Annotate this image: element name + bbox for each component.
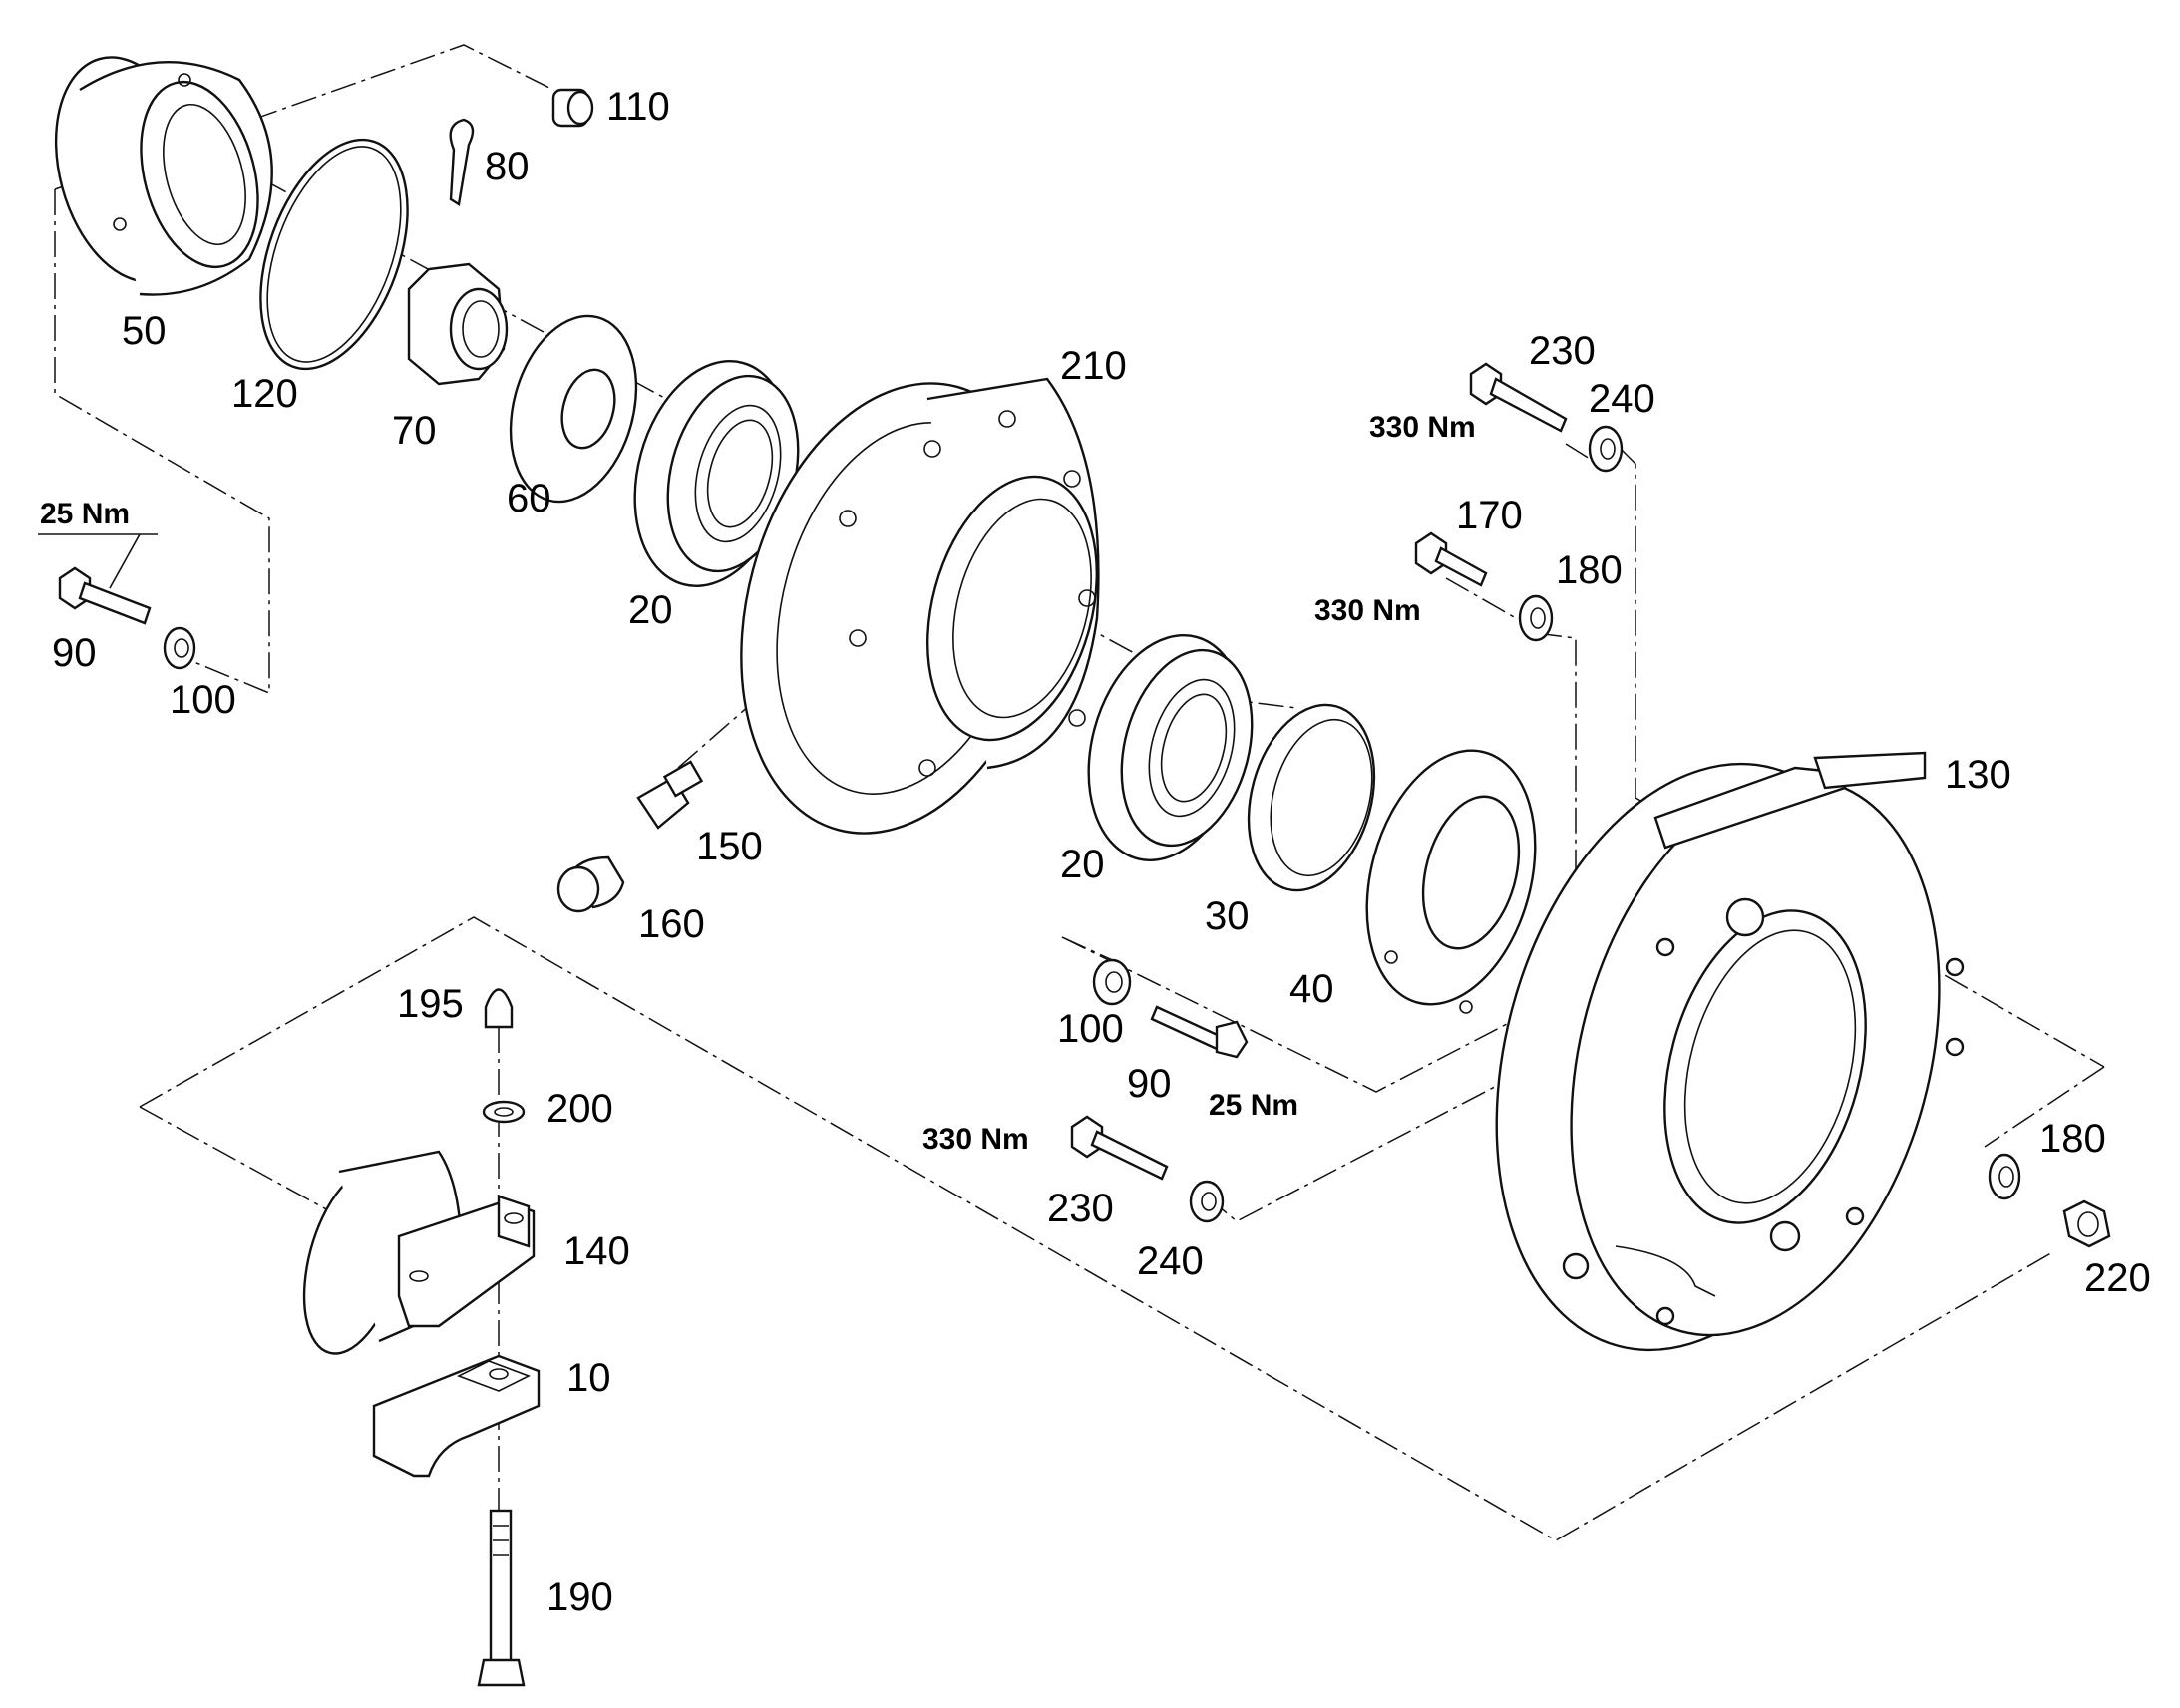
torque-330nm-upper: 330 Nm <box>1369 411 1476 444</box>
part-40-flange <box>1365 749 1537 1014</box>
label-230-upper: 230 <box>1529 329 1596 373</box>
label-90-mid: 90 <box>1127 1062 1172 1106</box>
label-20-lower: 20 <box>1060 843 1105 886</box>
part-150-grease-nipple <box>636 760 704 830</box>
label-30: 30 <box>1205 894 1250 938</box>
part-240-washer-upper <box>1588 425 1624 473</box>
label-210: 210 <box>1060 344 1127 388</box>
label-180-lower: 180 <box>2039 1117 2106 1161</box>
part-100-washer-left <box>163 626 196 670</box>
part-90-bolt-mid <box>1150 1005 1249 1059</box>
part-20-bearing-lower <box>1087 634 1254 861</box>
label-80: 80 <box>485 145 530 188</box>
label-40: 40 <box>1289 967 1334 1011</box>
part-20-bearing-upper <box>633 360 800 587</box>
part-240-washer-lower <box>1189 1180 1225 1223</box>
part-200-washer <box>482 1100 526 1124</box>
torque-labels: 25 Nm 330 Nm 330 Nm 25 Nm 330 Nm <box>38 411 1476 1156</box>
label-160: 160 <box>638 902 705 946</box>
torque-25nm-left: 25 Nm <box>40 498 130 530</box>
part-180-washer-upper <box>1518 594 1554 642</box>
part-190-long-bolt <box>477 1509 526 1687</box>
part-170-bolt <box>1414 531 1488 587</box>
part-10-bracket-lower <box>372 1354 541 1478</box>
label-50: 50 <box>122 309 167 353</box>
label-20-upper: 20 <box>628 588 673 632</box>
torque-330nm-lower: 330 Nm <box>922 1123 1029 1156</box>
part-number-labels: 110 80 50 120 70 60 20 210 90 100 150 16… <box>52 85 2151 1619</box>
label-190: 190 <box>546 1575 613 1619</box>
part-50-cover <box>54 56 273 296</box>
label-240-upper: 240 <box>1589 377 1655 421</box>
part-140-bracket <box>302 1150 536 1355</box>
part-130-plate <box>1495 751 1965 1352</box>
part-220-nut <box>2062 1199 2111 1248</box>
label-195: 195 <box>397 982 464 1026</box>
part-195-cap-nut <box>484 988 514 1029</box>
label-230-lower: 230 <box>1047 1187 1114 1230</box>
part-70-castle-nut <box>407 262 509 386</box>
label-240-lower: 240 <box>1137 1239 1204 1283</box>
part-30-seal-ring <box>1247 703 1376 892</box>
part-60-washer <box>509 314 638 504</box>
label-170: 170 <box>1456 494 1523 537</box>
label-110: 110 <box>606 85 670 129</box>
label-220: 220 <box>2084 1256 2151 1300</box>
part-180-washer-lower <box>1988 1153 2021 1200</box>
label-120: 120 <box>231 372 298 416</box>
torque-330nm-mid: 330 Nm <box>1314 594 1421 627</box>
label-150: 150 <box>696 825 763 868</box>
label-60: 60 <box>507 477 551 520</box>
part-230-bolt-lower <box>1070 1115 1169 1181</box>
label-90-left: 90 <box>52 631 97 675</box>
part-110-plug <box>551 88 594 128</box>
label-100-mid: 100 <box>1057 1007 1124 1051</box>
label-100-left: 100 <box>170 678 236 722</box>
label-130: 130 <box>1945 753 2011 797</box>
label-140: 140 <box>563 1229 630 1273</box>
label-70: 70 <box>392 409 437 453</box>
part-100-washer-mid <box>1092 958 1132 1006</box>
part-210-hub <box>740 377 1100 835</box>
label-200: 200 <box>546 1087 613 1131</box>
label-10: 10 <box>566 1356 611 1400</box>
part-90-bolt-left <box>58 566 152 625</box>
label-180-upper: 180 <box>1556 548 1623 592</box>
part-160-cap <box>556 855 625 913</box>
torque-25nm-mid: 25 Nm <box>1209 1089 1298 1122</box>
part-80-cotter-pin <box>449 118 475 206</box>
part-230-bolt-upper <box>1469 362 1568 433</box>
